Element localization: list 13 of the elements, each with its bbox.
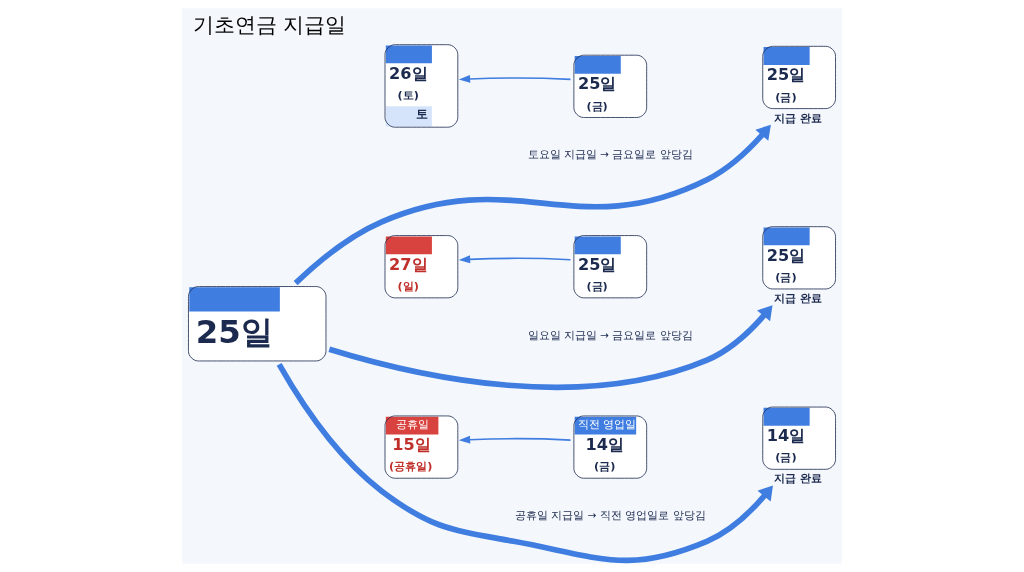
arrow <box>458 75 572 83</box>
node-label: 지급 완료 <box>774 471 823 486</box>
arrow <box>458 435 572 444</box>
diagram-title: 기초연금 지급일 <box>192 11 347 37</box>
label: 공휴일 지급일 → 직전 영업일로 앞당김 <box>515 508 706 521</box>
node-label: 지급 완료 <box>774 291 823 306</box>
label: 토요일 지급일 → 금요일로 앞당김 <box>527 148 693 161</box>
arrow <box>276 363 773 564</box>
arrow <box>328 305 773 390</box>
node-label: 지급 완료 <box>774 110 823 125</box>
arrow <box>458 255 572 264</box>
label: 일요일 지급일 → 금요일로 앞당김 <box>527 328 693 341</box>
arrow <box>293 124 771 286</box>
